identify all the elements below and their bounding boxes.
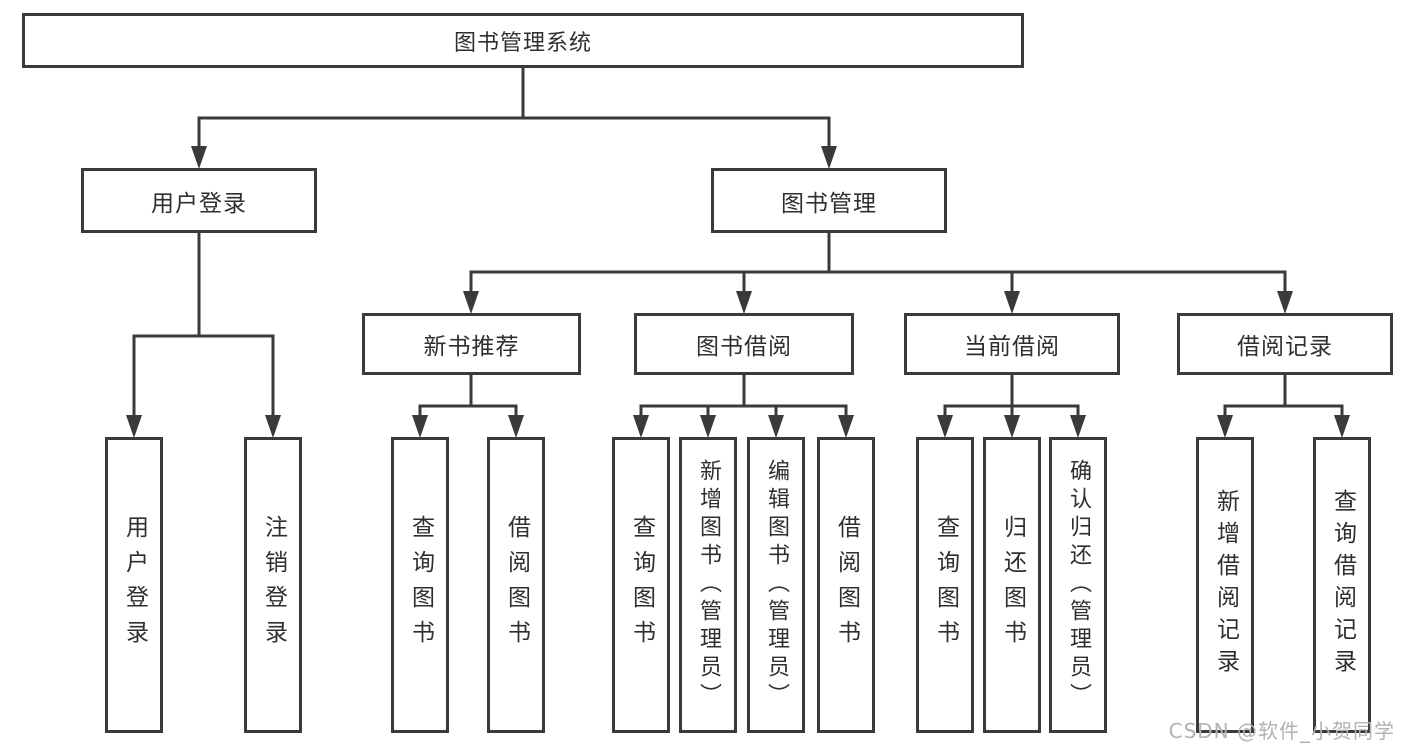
leaf-borrow-books-1: 借阅图书 <box>487 437 545 733</box>
leaf-edit-book-admin: 编辑图书（管理员） <box>747 437 805 733</box>
leaf-add-book-admin: 新增图书（管理员） <box>679 437 737 733</box>
node-book-management: 图书管理 <box>711 168 947 233</box>
node-book-borrowing: 图书借阅 <box>634 313 854 375</box>
csdn-watermark: CSDN @软件_小贺同学 <box>1168 719 1395 743</box>
leaf-query-books-1: 查询图书 <box>391 437 449 733</box>
node-new-book-recommendation: 新书推荐 <box>362 313 581 375</box>
leaf-user-login: 用户登录 <box>105 437 163 733</box>
leaf-logout-label: 注销登录 <box>260 515 287 655</box>
leaf-query-books-3-label: 查询图书 <box>932 515 959 655</box>
leaf-confirm-return-admin: 确认归还（管理员） <box>1049 437 1107 733</box>
leaf-query-borrow-record: 查询借阅记录 <box>1313 437 1371 733</box>
leaf-borrow-books-2: 借阅图书 <box>817 437 875 733</box>
leaf-borrow-books-1-label: 借阅图书 <box>503 515 530 655</box>
leaf-borrow-books-2-label: 借阅图书 <box>833 515 860 655</box>
leaf-query-books-2-label: 查询图书 <box>628 515 655 655</box>
node-current-borrowing: 当前借阅 <box>904 313 1120 375</box>
leaf-return-book: 归还图书 <box>983 437 1041 733</box>
arrowheads <box>126 146 1350 438</box>
node-library-management-system: 图书管理系统 <box>22 13 1024 68</box>
leaf-logout: 注销登录 <box>244 437 302 733</box>
leaf-add-borrow-record-label: 新增借阅记录 <box>1212 489 1239 681</box>
leaf-add-borrow-record: 新增借阅记录 <box>1196 437 1254 733</box>
leaf-add-book-admin-label: 新增图书（管理员） <box>696 459 721 711</box>
leaf-query-books-2: 查询图书 <box>612 437 670 733</box>
leaf-user-login-label: 用户登录 <box>121 515 148 655</box>
leaf-query-books-1-label: 查询图书 <box>407 515 434 655</box>
leaf-edit-book-admin-label: 编辑图书（管理员） <box>764 459 789 711</box>
node-user-login: 用户登录 <box>81 168 317 233</box>
leaf-query-borrow-record-label: 查询借阅记录 <box>1329 489 1356 681</box>
leaf-return-book-label: 归还图书 <box>999 515 1026 655</box>
node-borrowing-records: 借阅记录 <box>1177 313 1393 375</box>
leaf-query-books-3: 查询图书 <box>916 437 974 733</box>
leaf-confirm-return-admin-label: 确认归还（管理员） <box>1066 459 1091 711</box>
